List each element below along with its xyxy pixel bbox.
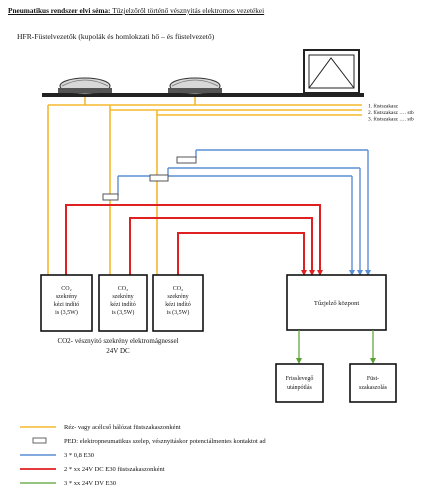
cabinet-3-line-4: is (3,5W) <box>167 309 190 316</box>
cabinet-3-line-3: kézi indító <box>165 302 191 308</box>
fresh-air-line-1: Frisslevegő <box>286 376 314 382</box>
green-arrow-1 <box>296 358 302 364</box>
co2-cabinet-2: CO₂ szekrény kézi indító is (3,5W) <box>98 274 148 332</box>
arrowheads <box>301 270 371 276</box>
co2-caption-line-1: CO2- vésznyitó szekrény elektromágnessel <box>57 337 178 345</box>
section-label-1: 1. füstszakasz <box>368 103 399 110</box>
cabinet-1-line-1: CO₂ <box>61 286 71 292</box>
cabinet-1-line-2: szekrény <box>56 294 77 300</box>
cabinet-2-line-1: CO₂ <box>118 286 128 292</box>
cabinet-1-line-3: kézi indító <box>54 302 80 308</box>
legend-label-red: 2 * xx 24V DC E30 füstszakaszonként <box>64 466 165 473</box>
section-label-3: 3. füstszakasz …. stb <box>368 116 414 123</box>
control-panel-label: Tűzjelző központ <box>314 300 359 307</box>
section-labels: 1. füstszakasz 2. füstszakasz …. stb 3. … <box>368 103 414 123</box>
co2-cabinet-1: CO₂ szekrény kézi indító is (3,5W) <box>40 274 93 332</box>
cabinet-3-line-2: szekrény <box>167 294 188 300</box>
cabinet-3-line-1: CO₂ <box>173 286 183 292</box>
fresh-air-line-2: utánpótlás <box>287 385 312 391</box>
co2-cabinet-3: CO₂ szekrény kézi indító is (3,5W) <box>152 274 204 332</box>
diagram-title: Pneumatikus rendszer elvi séma: Tűzjelző… <box>8 6 264 15</box>
co2-caption-line-2: 24V DC <box>106 347 130 355</box>
legend: Réz- vagy acélcső hálózat füstszakaszonk… <box>20 424 266 487</box>
green-arrow-2 <box>370 358 376 364</box>
section-label-2: 2. füstszakasz …. stb <box>368 109 414 116</box>
title-bold: Pneumatikus rendszer elvi séma: <box>8 6 111 15</box>
green-output-lines <box>298 330 374 362</box>
yellow-pipe-network <box>47 97 362 275</box>
legend-label-ped: PED: elektropneumatikus szelep, vésznyit… <box>64 438 266 445</box>
roof-line <box>42 93 364 97</box>
cabinet-2-line-4: is (3,5W) <box>112 309 135 316</box>
legend-label-green: 3 * xx 24V DV E30 <box>64 480 116 487</box>
ped-valve-boxes <box>102 156 197 201</box>
smoke-partition-line-2: szakaszolás <box>359 385 388 391</box>
legend-swatch-ped <box>32 437 47 444</box>
diagram-subtitle: HFR-Füstelvezetők (kupolák és homlokzati… <box>17 32 215 41</box>
smoke-dome-1 <box>58 77 112 95</box>
cabinet-2-line-3: kézi indító <box>110 302 136 308</box>
facade-vent <box>303 49 360 94</box>
legend-label-yellow: Réz- vagy acélcső hálózat füstszakaszonk… <box>64 424 181 431</box>
fresh-air-box: Frisslevegő utánpótlás <box>275 363 324 403</box>
blue-signal-lines <box>117 149 369 275</box>
cabinet-1-line-4: is (3,5W) <box>55 309 78 316</box>
smoke-partition-line-1: Füst- <box>367 376 379 382</box>
title-rest: Tűzjelzőről történő vésznyitás elektromo… <box>110 6 265 15</box>
legend-label-blue: 3 * 0,8 E30 <box>64 452 94 459</box>
fire-alarm-control-panel: Tűzjelző központ <box>286 274 387 331</box>
smoke-partition-box: Füst- szakaszolás <box>349 363 397 403</box>
cabinet-2-line-2: szekrény <box>112 294 133 300</box>
smoke-dome-2 <box>168 77 222 95</box>
red-power-lines <box>65 204 321 275</box>
